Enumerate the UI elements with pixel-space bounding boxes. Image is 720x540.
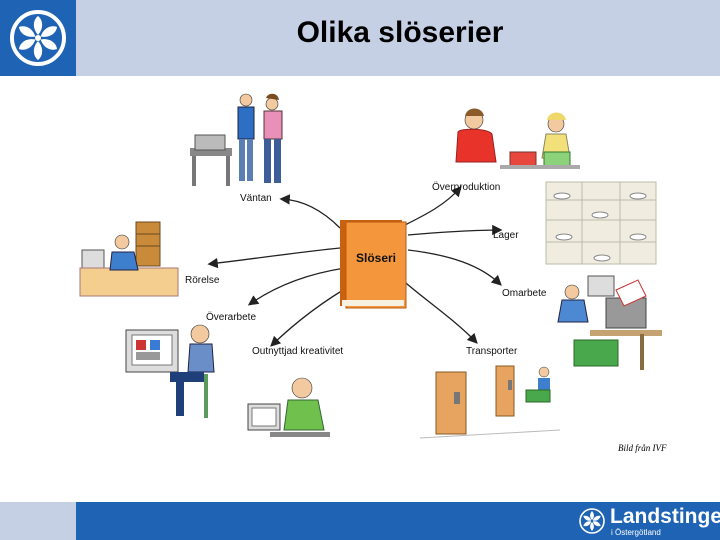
- footer-bar: [0, 502, 720, 540]
- brand-subtitle: i Östergötland: [611, 528, 661, 537]
- label-kreativitet: Outnyttjad kreativitet: [252, 346, 343, 357]
- arrow-vantan: [279, 194, 341, 229]
- label-overproduktion: Överproduktion: [432, 181, 500, 193]
- arrow-overproduktion: [404, 186, 462, 226]
- arrow-transporter: [399, 277, 478, 344]
- transport-illustration: [419, 365, 561, 439]
- arrow-lager: [407, 224, 503, 236]
- arrow-rorelse: [207, 247, 341, 269]
- footer-left-block: [0, 502, 76, 540]
- brand-logo: Landstinget i Östergötland: [578, 505, 720, 537]
- creativity-illustration: [247, 377, 330, 437]
- label-rorelse: Rörelse: [185, 275, 220, 286]
- label-overarbete: Överarbete: [206, 311, 256, 323]
- arrow-overarbete: [247, 267, 346, 306]
- image-credit: Bild från IVF: [618, 443, 667, 453]
- waiting-people-illustration: [190, 93, 283, 186]
- snowflake-logo-icon: [10, 10, 66, 66]
- snowflake-brand-icon: [579, 508, 605, 534]
- center-book-label: Slöseri: [356, 251, 396, 265]
- page-title: Olika slöserier: [296, 16, 504, 49]
- central-book: Slöseri: [340, 220, 407, 309]
- arrows: [207, 186, 503, 347]
- overproduction-illustration: [455, 108, 580, 169]
- arrow-omarbete: [407, 249, 502, 286]
- warehouse-shelves-illustration: [545, 181, 657, 265]
- rework-illustration: [557, 275, 662, 370]
- logo: [0, 0, 76, 76]
- label-omarbete: Omarbete: [502, 288, 547, 299]
- brand-name: Landstinget: [610, 505, 720, 528]
- label-lager: Lager: [493, 230, 519, 241]
- label-vantan: Väntan: [240, 193, 272, 204]
- label-transporter: Transporter: [466, 346, 518, 357]
- header-bar: [0, 0, 720, 76]
- overwork-illustration: [125, 324, 215, 418]
- waste-diagram: Slöseri Väntan Överproduktion Lager Röre…: [79, 93, 662, 439]
- movement-illustration: [79, 221, 179, 297]
